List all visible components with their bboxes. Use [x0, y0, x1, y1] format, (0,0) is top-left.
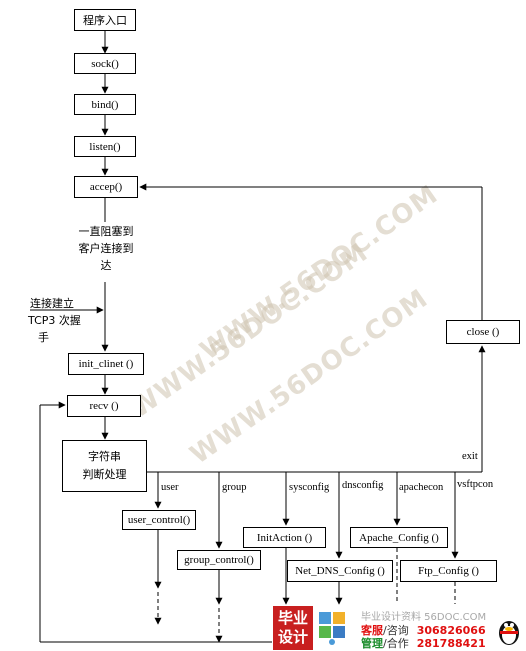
tcp-handshake-note: 连接建立 TCP3 次握 手 — [18, 295, 88, 346]
seal-logo: 毕业 设计 — [273, 606, 313, 650]
branch-dnsconfig-label: dnsconfig — [342, 480, 384, 491]
penguin-icon — [499, 621, 519, 645]
listen-box: listen() — [74, 136, 136, 157]
apache-config-box: Apache_Config () — [350, 527, 448, 548]
site-logo-banner: 毕业 设计 毕业设计资料 56DOC.COM 客服/咨询 306826066 管理… — [273, 606, 526, 650]
user-control-box: user_control() — [122, 510, 196, 530]
tcp-note-line1: 连接建立 — [30, 297, 74, 310]
sock-box: sock() — [74, 53, 136, 74]
block-note-line3: 达 — [100, 259, 112, 272]
branch-vsftpcon-label: vsftpcon — [457, 479, 494, 490]
service-sep: /咨询 — [383, 624, 409, 637]
manage-label: 管理 — [361, 637, 383, 650]
block-note-line2: 客户连接到 — [78, 242, 134, 255]
recv-box: recv () — [67, 395, 141, 417]
accept-box: accep() — [74, 176, 138, 198]
judge-line1: 字符串 — [88, 450, 121, 463]
seal-line1: 毕业 — [277, 609, 308, 627]
branch-apachecon-label: apachecon — [399, 482, 444, 493]
service-row: 客服/咨询 306826066 — [361, 622, 486, 638]
service-label: 客服 — [361, 624, 383, 637]
branch-group-label: group — [222, 482, 247, 493]
block-note-line1: 一直阻塞到 — [78, 225, 134, 238]
branch-user-label: user — [161, 482, 179, 493]
branch-sysconfig-label: sysconfig — [289, 482, 330, 493]
manage-number: 281788421 — [416, 637, 486, 650]
init-client-box: init_clinet () — [68, 353, 144, 375]
bind-box: bind() — [74, 94, 136, 115]
block-note: 一直阻塞到 客户连接到 达 — [70, 223, 142, 274]
group-control-box: group_control() — [177, 550, 261, 570]
manage-row: 管理/合作 281788421 — [361, 635, 486, 651]
tcp-note-line3: 手 — [38, 331, 49, 344]
service-number: 306826066 — [416, 624, 486, 637]
seal-line2: 设计 — [277, 628, 308, 646]
judge-line2: 判断处理 — [82, 468, 127, 481]
branch-exit-label: exit — [462, 451, 478, 462]
site-name: 毕业设计资料 56DOC.COM — [361, 612, 487, 623]
string-judge-box: 字符串 判断处理 — [62, 440, 147, 492]
init-action-box: InitAction () — [243, 527, 326, 548]
tcp-note-line2: TCP3 次握 — [28, 314, 81, 327]
manage-sep: /合作 — [383, 637, 409, 650]
entry-box: 程序入口 — [74, 9, 136, 31]
close-box: close () — [446, 320, 520, 344]
net-dns-config-box: Net_DNS_Config () — [287, 560, 393, 582]
ftp-config-box: Ftp_Config () — [400, 560, 497, 582]
puzzle-icon — [319, 612, 345, 645]
